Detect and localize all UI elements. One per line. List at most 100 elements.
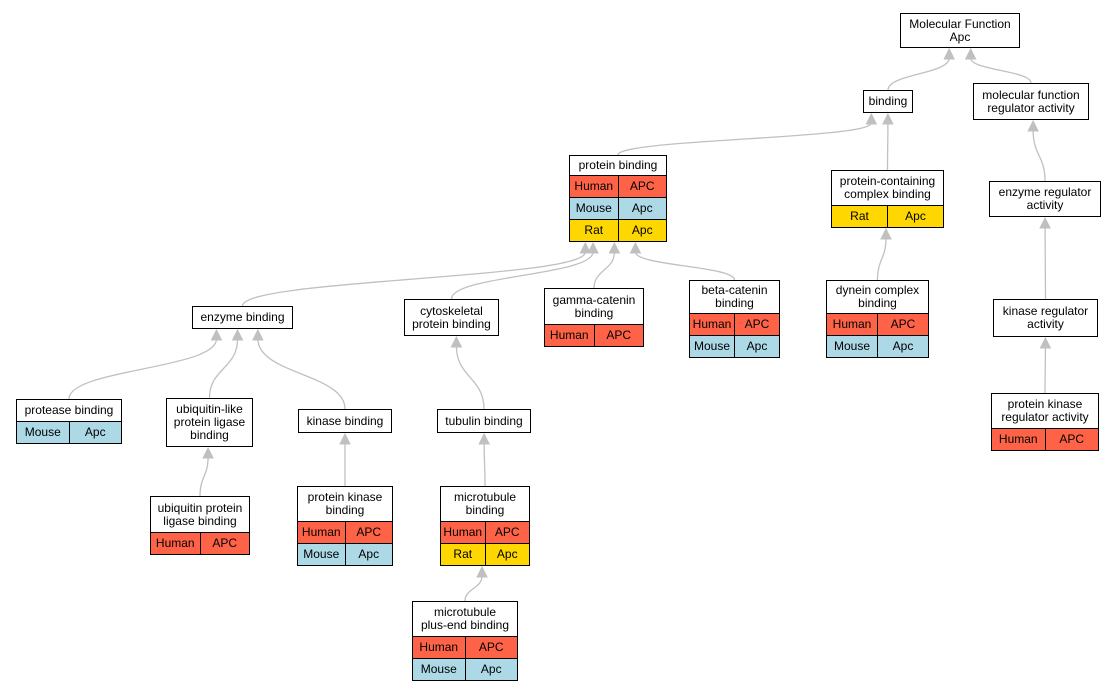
- species-cell: Mouse: [827, 336, 878, 357]
- species-cell: Mouse: [413, 659, 466, 680]
- arrowhead: [608, 241, 621, 254]
- gene-cell: Apc: [496, 547, 518, 561]
- species-cell: Human: [151, 533, 201, 554]
- annotation-row-mouse: Mouse Apc: [690, 335, 779, 357]
- gene-cell: APC: [606, 328, 632, 342]
- edge-binding-to-root: [887, 57, 950, 91]
- arrowhead: [943, 47, 956, 60]
- go-term-binding[interactable]: binding: [863, 90, 913, 113]
- annotation-row-human: Human APC: [690, 313, 779, 335]
- annotation-row-mouse: Mouse Apc: [413, 658, 517, 680]
- gene-cell: APC: [744, 317, 770, 331]
- term-label: cytoskeletal protein binding: [412, 303, 491, 331]
- edge-beta-to-protein_binding: [634, 251, 736, 281]
- gene-cell: APC: [478, 640, 504, 654]
- arrowhead: [880, 227, 892, 240]
- species-cell: Human: [690, 314, 735, 335]
- edge-cytoskeletal-to-protein_binding: [450, 251, 594, 300]
- go-term-era[interactable]: enzyme regulator activity: [989, 181, 1101, 217]
- edge-enzyme_binding-to-protein_binding: [241, 251, 586, 307]
- gene-cell: APC: [494, 525, 520, 539]
- go-term-mfra[interactable]: molecular function regulator activity: [973, 83, 1089, 120]
- species-cell: Mouse: [17, 422, 70, 443]
- term-label: gamma-catenin binding: [552, 292, 636, 320]
- gene-cell: Apc: [358, 547, 380, 561]
- arrowhead: [579, 241, 592, 254]
- arrowhead: [478, 432, 490, 445]
- term-label: enzyme binding: [200, 310, 285, 324]
- gene-cell: Apc: [746, 339, 768, 353]
- gene-cell: APC: [890, 317, 916, 331]
- gene-cell: Apc: [905, 209, 926, 223]
- species-cell: Mouse: [690, 336, 735, 357]
- species-cell: Mouse: [570, 198, 619, 219]
- term-label: ubiquitin-like protein ligase binding: [173, 402, 246, 442]
- arrowhead: [231, 328, 244, 341]
- arrowhead: [964, 47, 977, 60]
- go-term-tubulin[interactable]: tubulin binding: [437, 409, 531, 433]
- species-cell: Human: [992, 429, 1046, 450]
- term-label: binding: [868, 94, 908, 108]
- species-cell: Mouse: [298, 544, 346, 565]
- annotation-row-mouse: Mouse Apc: [298, 543, 392, 565]
- go-term-cytoskeletal[interactable]: cytoskeletal protein binding: [404, 299, 499, 336]
- term-label: protease binding: [24, 403, 114, 417]
- arrowhead: [1039, 216, 1051, 229]
- gene-cell: Apc: [631, 223, 653, 237]
- gene-cell: APC: [356, 525, 382, 539]
- term-label: protein kinase regulator activity: [1001, 397, 1089, 424]
- term-label: protein-containing complex binding: [839, 174, 936, 201]
- annotation-row-rat: Rat Apc: [832, 205, 943, 227]
- annotation-row-human: Human APC: [413, 636, 517, 658]
- gene-cell: Apc: [480, 662, 502, 676]
- go-term-kinase[interactable]: kinase binding: [298, 409, 392, 433]
- term-label: tubulin binding: [445, 413, 523, 428]
- arrowhead: [1027, 119, 1039, 132]
- arrowhead: [202, 446, 214, 459]
- arrowhead: [865, 112, 878, 125]
- go-term-enzyme-binding[interactable]: enzyme binding: [192, 306, 293, 329]
- go-term-root[interactable]: Molecular Function Apc: [900, 13, 1020, 48]
- gene-cell: APC: [629, 179, 655, 193]
- term-label: protein binding: [578, 158, 658, 172]
- species-cell: Rat: [441, 544, 486, 565]
- term-label: molecular function regulator activity: [982, 87, 1080, 115]
- gene-cell: Apc: [631, 201, 653, 215]
- go-term-kra[interactable]: kinase regulator activity: [993, 299, 1098, 337]
- species-cell: Human: [298, 522, 346, 543]
- arrowhead: [882, 112, 894, 125]
- edge-protease-to-enzyme_binding: [68, 338, 218, 400]
- gene-cell: APC: [1059, 432, 1085, 446]
- arrowhead: [252, 328, 264, 341]
- edge-mfra-to-root: [970, 57, 1032, 84]
- term-label: enzyme regulator activity: [998, 185, 1092, 212]
- annotation-row-mouse: Mouse Apc: [570, 197, 666, 219]
- go-term-ubl[interactable]: ubiquitin-like protein ligase binding: [166, 398, 253, 447]
- term-label: dynein complex binding: [835, 283, 920, 310]
- annotation-row-human: Human APC: [992, 428, 1098, 450]
- edge-mtpe-to-mtb: [464, 575, 483, 602]
- arrowhead: [210, 328, 223, 341]
- species-cell: Rat: [832, 206, 888, 227]
- arrowhead: [1039, 336, 1052, 349]
- species-cell: Human: [413, 637, 466, 658]
- edge-mtb-to-tubulin: [483, 442, 486, 487]
